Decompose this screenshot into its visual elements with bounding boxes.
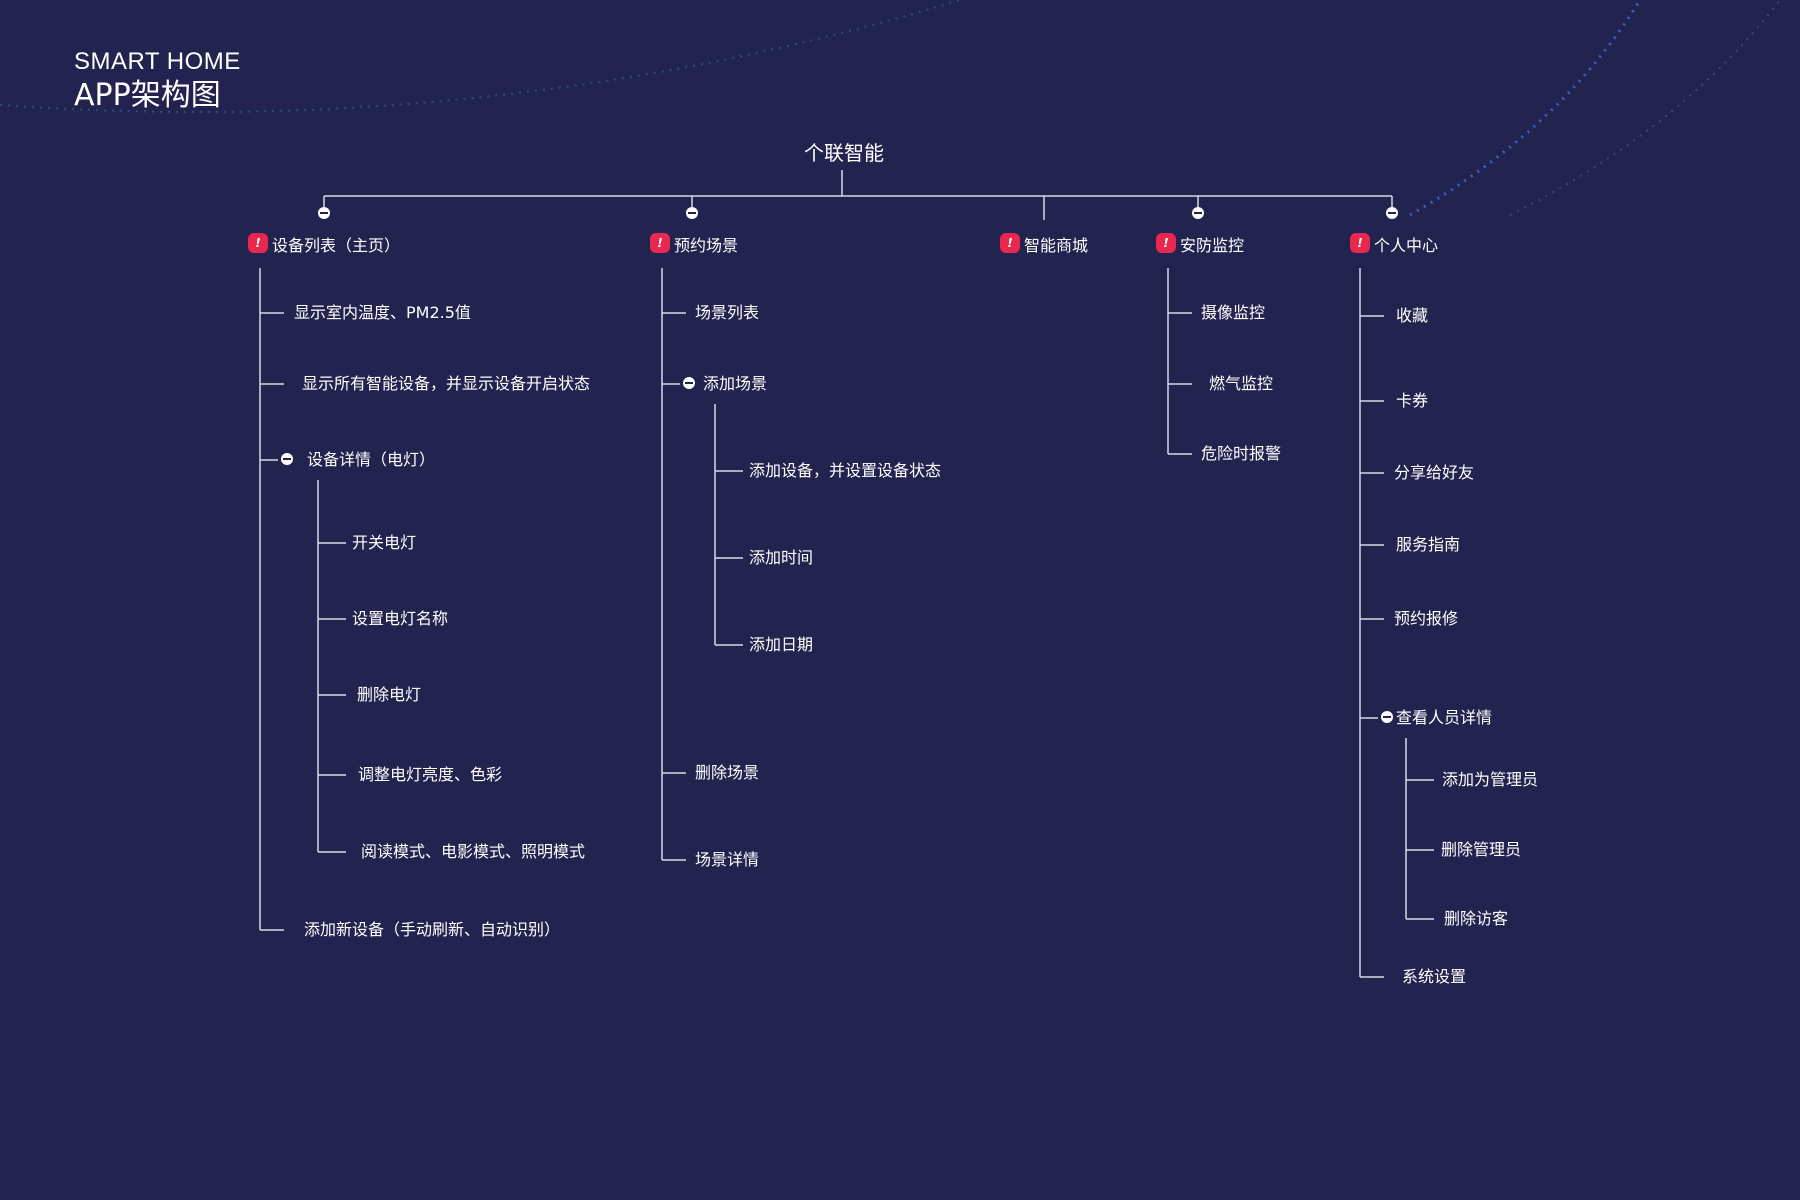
alert-badge-icon: ! bbox=[1156, 233, 1176, 253]
group-collapse-icon[interactable] bbox=[1381, 711, 1393, 723]
group-collapse-icon[interactable] bbox=[281, 453, 293, 465]
section-collapse-icon[interactable] bbox=[1192, 207, 1204, 219]
tree-subitem: 添加日期 bbox=[749, 635, 814, 654]
tree-subitem: 添加设备，并设置设备状态 bbox=[749, 461, 942, 480]
section-heading: 预约场景 bbox=[674, 236, 739, 255]
tree-item: 系统设置 bbox=[1402, 967, 1467, 986]
tree-item: 服务指南 bbox=[1396, 535, 1461, 554]
tree-item: 场景列表 bbox=[695, 303, 760, 322]
tree-item-group: 添加场景 bbox=[703, 374, 768, 393]
section-collapse-icon[interactable] bbox=[686, 207, 698, 219]
tree-item: 添加新设备（手动刷新、自动识别） bbox=[304, 920, 561, 939]
tree-item: 显示所有智能设备，并显示设备开启状态 bbox=[302, 374, 591, 393]
alert-badge-icon: ! bbox=[1000, 233, 1020, 253]
alert-badge-icon: ! bbox=[1350, 233, 1370, 253]
tree-subitem: 添加时间 bbox=[749, 548, 814, 567]
tree-item: 预约报修 bbox=[1394, 609, 1459, 628]
header-title-cn: APP架构图 bbox=[74, 78, 221, 113]
section-collapse-icon[interactable] bbox=[318, 207, 330, 219]
tree-item: 卡券 bbox=[1396, 391, 1429, 410]
root-node-label: 个联智能 bbox=[804, 141, 884, 165]
section-heading: 个人中心 bbox=[1374, 236, 1439, 255]
tree-item: 燃气监控 bbox=[1209, 374, 1274, 393]
tree-subitem: 阅读模式、电影模式、照明模式 bbox=[361, 842, 586, 861]
tree-subitem: 删除电灯 bbox=[357, 685, 422, 704]
section-heading: 安防监控 bbox=[1180, 236, 1245, 255]
section-collapse-icon[interactable] bbox=[1386, 207, 1398, 219]
section-heading: 智能商城 bbox=[1024, 236, 1089, 255]
tree-subitem: 添加为管理员 bbox=[1442, 770, 1539, 789]
tree-subitem: 删除管理员 bbox=[1441, 840, 1522, 859]
group-collapse-icon[interactable] bbox=[683, 377, 695, 389]
alert-badge-icon: ! bbox=[248, 233, 268, 253]
tree-item: 删除场景 bbox=[695, 763, 760, 782]
alert-badge-icon: ! bbox=[650, 233, 670, 253]
header: SMART HOME APP架构图 bbox=[74, 48, 241, 114]
tree-subitem: 开关电灯 bbox=[352, 533, 417, 552]
tree-item: 摄像监控 bbox=[1201, 303, 1266, 322]
tree-item: 危险时报警 bbox=[1201, 444, 1282, 463]
tree-item-group: 设备详情（电灯） bbox=[307, 450, 436, 469]
tree-subitem: 调整电灯亮度、色彩 bbox=[358, 765, 503, 784]
tree-item: 场景详情 bbox=[695, 850, 760, 869]
section-heading: 设备列表（主页） bbox=[272, 236, 401, 255]
tree-item: 显示室内温度、PM2.5值 bbox=[294, 303, 471, 322]
tree-item: 收藏 bbox=[1396, 306, 1429, 325]
header-title-en: SMART HOME bbox=[74, 48, 241, 75]
tree-item: 分享给好友 bbox=[1394, 463, 1475, 482]
tree-item-group: 查看人员详情 bbox=[1396, 708, 1493, 727]
tree-subitem: 删除访客 bbox=[1444, 909, 1509, 928]
tree-subitem: 设置电灯名称 bbox=[352, 609, 449, 628]
